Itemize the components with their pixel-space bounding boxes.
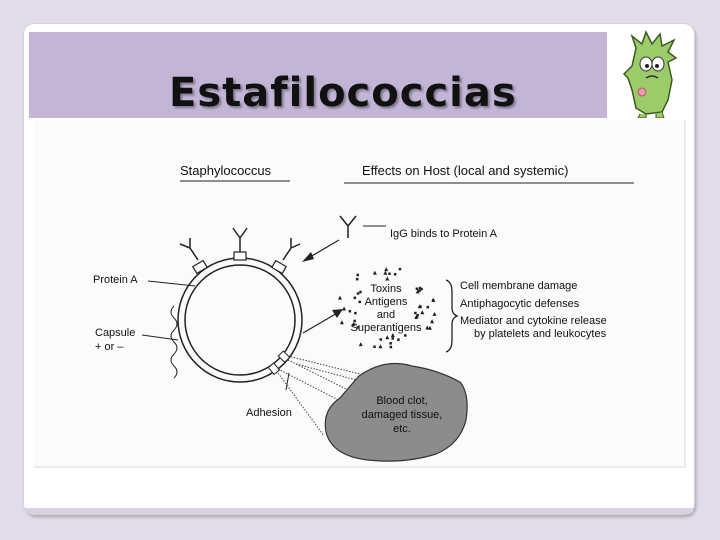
tissue-line: etc. [393, 423, 411, 435]
toxin-particle [372, 270, 377, 275]
toxin-particle [373, 345, 376, 348]
protein-a-box [270, 259, 288, 275]
protein-a-box [233, 251, 247, 261]
toxin-particle [358, 300, 362, 304]
left-header: Staphylococcus [180, 163, 272, 178]
toxin-particle [415, 289, 420, 294]
toxin-particle [342, 306, 347, 311]
effect-line: Mediator and cytokine release [460, 315, 607, 327]
staphylococcus-diagram: Staphylococcus Effects on Host (local an… [34, 120, 686, 468]
toxin-arrow [302, 311, 340, 334]
toxin-particle [415, 287, 419, 291]
toxin-particle [353, 296, 357, 300]
effect-line: Cell membrane damage [460, 280, 578, 292]
slide: Estafilococcias Staphylococcus Effects o… [24, 24, 694, 514]
toxin-particle [348, 309, 352, 313]
toxin-particle [417, 304, 422, 309]
toxin-particle [378, 344, 383, 349]
protein-a-leader [147, 280, 196, 287]
igg-antibody-icon [179, 227, 301, 261]
igg-label: IgG binds to Protein A [390, 228, 498, 240]
toxin-particle [339, 320, 344, 325]
toxin-particle [418, 289, 421, 292]
toxin-particle [414, 316, 418, 320]
toxin-particle [430, 319, 435, 324]
toxin-particle [414, 311, 417, 315]
toxin-particle [354, 311, 357, 315]
right-header: Effects on Host (local and systemic) [362, 163, 569, 178]
toxin-particle [379, 338, 383, 341]
toxin-particle [393, 273, 397, 276]
capsule-label: Capsule [95, 327, 136, 339]
toxin-particle [432, 299, 435, 302]
toxin-particle [432, 311, 437, 316]
effect-line: by platelets and leukocytes [474, 328, 607, 340]
toxin-particle [426, 305, 430, 309]
toxin-particle [404, 334, 407, 337]
toxin-particle [418, 286, 422, 290]
toxin-particle [337, 295, 342, 300]
toxin-line: Antigens [364, 296, 408, 308]
capsule-wave [170, 305, 178, 379]
adhesion-label: Adhesion [246, 407, 292, 419]
toxin-particle [355, 277, 359, 281]
toxin-particle [427, 325, 432, 330]
toxin-particle [356, 273, 360, 277]
effect-line: Antiphagocytic defenses [460, 298, 580, 310]
toxin-particle [358, 342, 363, 347]
title-bar: Estafilococcias [29, 32, 607, 118]
toxin-cloud-label: Toxins Antigens and Superantigens [346, 284, 426, 334]
toxin-particle [385, 276, 390, 281]
toxin-particle [420, 287, 423, 291]
toxin-particle [389, 345, 393, 349]
toxin-particle [398, 267, 402, 271]
toxin-particle [425, 325, 430, 330]
toxin-particle [384, 267, 389, 272]
capsule-sign-label: + or – [95, 341, 124, 353]
tissue-label: Blood clot, damaged tissue, etc. [352, 396, 452, 435]
toxin-particle [383, 270, 388, 275]
bottom-rule [24, 508, 694, 514]
toxin-particle [416, 314, 419, 317]
adhesin-box [267, 362, 281, 376]
bacterium-cell [177, 257, 303, 383]
toxin-particles [337, 267, 437, 349]
igg-arrowhead [302, 252, 314, 262]
free-igg-icon [339, 215, 357, 238]
adhesion-leader [285, 372, 290, 391]
toxin-particle [351, 321, 356, 326]
toxin-line: Superantigens [350, 322, 422, 334]
toxin-particle [389, 342, 392, 345]
diagram-graphics [141, 180, 634, 462]
toxin-particle [420, 310, 425, 315]
tissue-line: Blood clot, [376, 395, 428, 407]
toxin-particle [353, 319, 356, 323]
toxin-line: and [376, 309, 396, 321]
adhesin-box [277, 350, 291, 364]
toxin-particle [388, 272, 391, 276]
toxin-particle [390, 332, 395, 337]
protein-a-label: Protein A [93, 274, 138, 286]
toxin-particle [359, 290, 362, 294]
toxin-line: Toxins [370, 283, 402, 295]
protein-a-box [191, 259, 209, 275]
toxin-particle [391, 337, 394, 340]
toxin-arrowhead [332, 309, 343, 318]
toxin-particle [385, 335, 390, 340]
toxin-particle [397, 338, 400, 341]
toxin-particle [356, 326, 360, 329]
germ-mascot-icon [622, 30, 678, 118]
toxin-particle [356, 292, 360, 295]
effects-brace [445, 279, 459, 353]
capsule-leader [141, 334, 179, 341]
damaged-tissue-blob [324, 363, 468, 462]
tissue-line: damaged tissue, [361, 409, 443, 421]
slide-title: Estafilococcias [169, 70, 517, 116]
